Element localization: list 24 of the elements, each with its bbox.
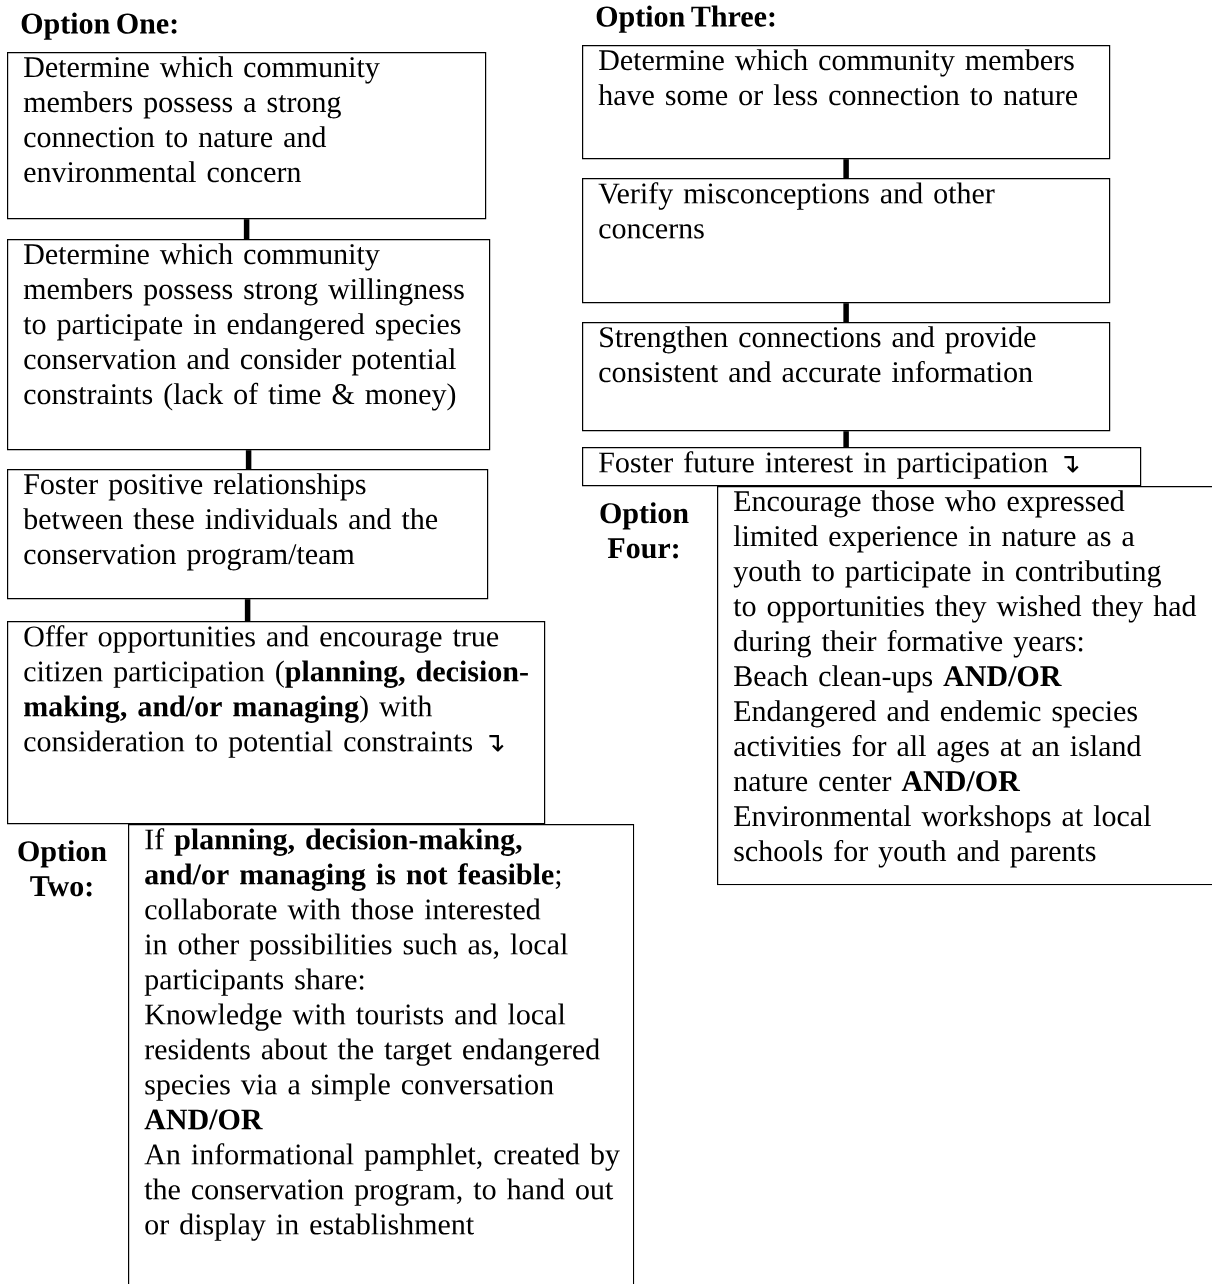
node-label: Endangered and endemic species activities for all ages at an island nature center AND/OR	[733, 700, 1142, 792]
process-box: Foster future interest in participation ↴	[582, 447, 1142, 487]
connector	[244, 599, 251, 621]
process-box: Strengthen connections and provide consistent and accurate information	[582, 322, 1111, 432]
connector	[843, 431, 849, 447]
node-label: Encourage those who expressed limited experience in nature as a youth to participate in contributing to opportunities they wished they had during their formative years:	[733, 490, 1197, 658]
node-label: Beach clean-ups AND/OR	[734, 665, 1062, 693]
connector	[843, 159, 849, 178]
process-box: If planning, decision-making, and/or managing is not feasible; collaborate with those interested in other possibilities such as, local participants share: Knowledge with tourists and local residents about the target endangered species via a simple conversation AND/OR An informational pamphlet, created by the conservation program, to hand out or display in establishment	[128, 824, 635, 1284]
connector	[245, 450, 252, 469]
process-box: Determine which community members have some or less connection to nature	[582, 45, 1111, 160]
process-box: Offer opportunities and encourage true citizen participation (planning, decision-making, and/or managing) with consideration to potential constraints ↴	[7, 621, 546, 825]
option-heading: Option Three:	[596, 5, 775, 33]
option-heading: Option Two:	[18, 840, 107, 897]
node-label: Environmental workshops at local schools for youth and parents	[734, 805, 1151, 868]
option-heading: Option Four:	[600, 502, 689, 559]
process-box: Determine which community members possess a strong connection to nature and environmental concern	[7, 52, 487, 220]
process-box: Encourage those who expressed limited experience in nature as a youth to participate in contributing to opportunities they wished they had during their formative years: Beach clean-ups AND/OR Endangered and endemic species activities for all ages at an island nature center AND/OR Environmental workshops at local schools for youth and parents	[717, 486, 1212, 886]
process-box: Foster positive relationships between these individuals and the conservation program/team	[7, 469, 489, 600]
option-heading: Option One:	[21, 12, 177, 40]
connector	[243, 219, 250, 239]
process-box: Determine which community members possess strong willingness to participate in endangered species conservation and consider potential constraints (lack of time & money)	[7, 239, 491, 451]
connector	[843, 303, 849, 322]
process-box: Verify misconceptions and other concerns	[582, 178, 1111, 304]
